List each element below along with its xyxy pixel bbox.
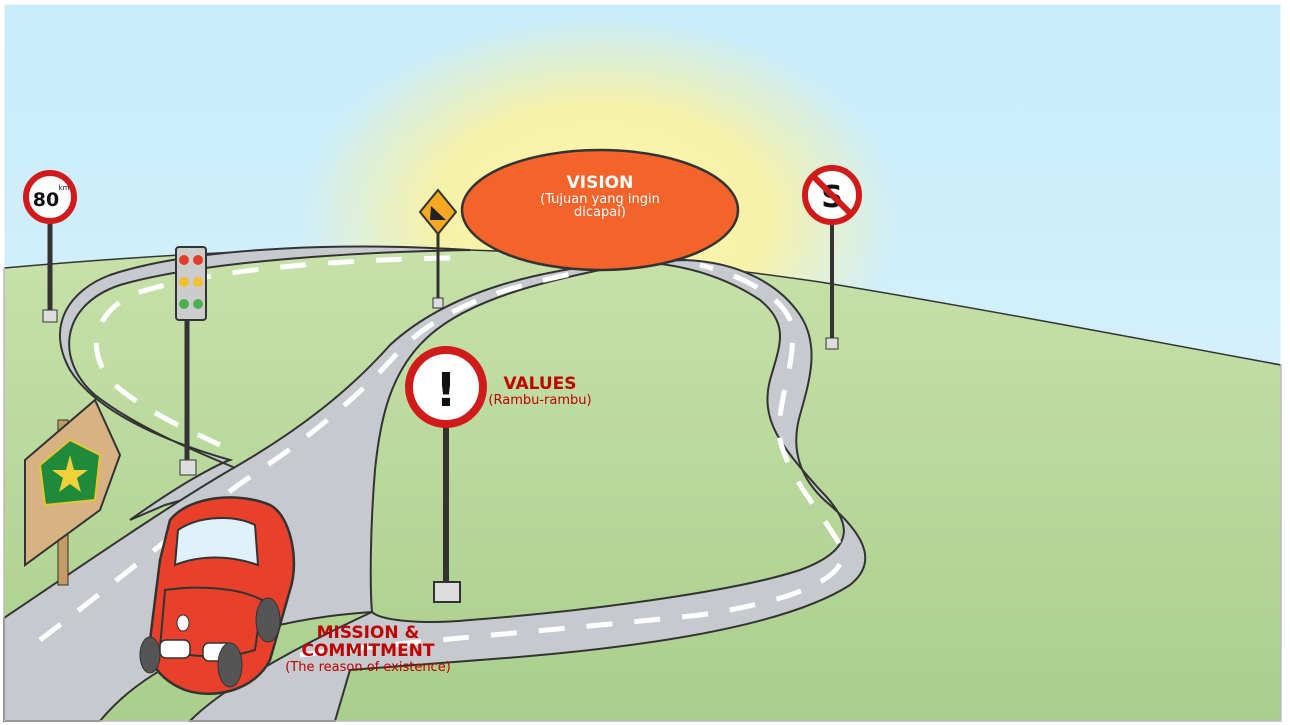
exclamation-symbol: ! xyxy=(436,363,457,417)
mission-title-line2: COMMITMENT xyxy=(301,640,435,661)
mission-label: MISSION & COMMITMENT (The reason of exis… xyxy=(258,623,478,675)
red-car xyxy=(139,496,296,695)
mission-title-line1: MISSION & xyxy=(316,623,420,643)
exclamation-sign: ! xyxy=(405,346,487,603)
speed-limit-number: 80 xyxy=(33,189,59,211)
speed-limit-sign: 80 km xyxy=(23,170,77,323)
values-title: VALUES xyxy=(503,374,577,394)
vision-subtitle: (Tujuan yang ingin dicapai) xyxy=(540,191,660,221)
no-stopping-sign: S xyxy=(802,165,862,350)
values-label: VALUES (Rambu-rambu) xyxy=(470,374,610,408)
vision-title: VISION xyxy=(566,173,634,193)
road-dashes xyxy=(38,255,845,658)
mission-subtitle: (The reason of existence) xyxy=(285,659,451,675)
traffic-light xyxy=(175,246,207,476)
values-subtitle: (Rambu-rambu) xyxy=(488,392,592,408)
curve-warning-sign xyxy=(418,188,458,309)
vision-label: VISION (Tujuan yang ingin dicapai) xyxy=(520,173,680,221)
vision-oval xyxy=(460,148,740,272)
frame xyxy=(3,3,1282,722)
wooden-signboard xyxy=(24,398,122,586)
speed-limit-unit: km xyxy=(59,184,70,192)
